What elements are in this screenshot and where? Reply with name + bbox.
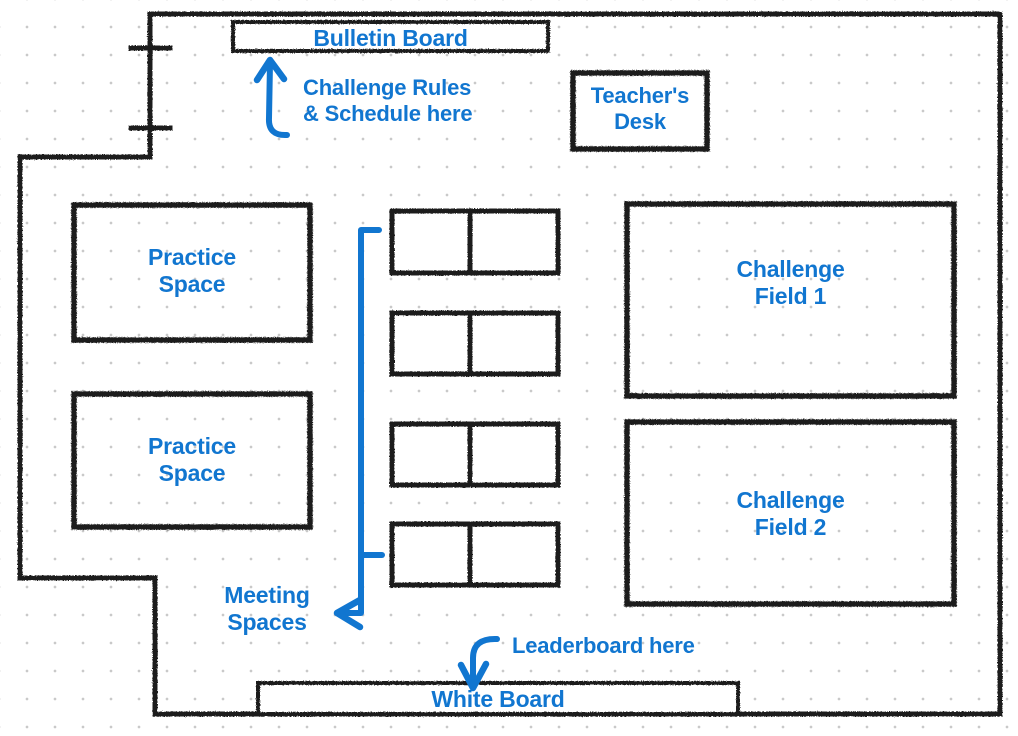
practice-space-2-shape [71,391,313,530]
challenge-rules-arrowhead [253,56,288,84]
meeting-table-2 [389,310,561,377]
challenge-rules-annotation: Challenge Rules & Schedule here [303,75,473,126]
room-outer-wall [17,11,1003,717]
practice-space-1-label: Practice Space [148,244,236,297]
challenge-field-1-shape [624,201,957,399]
bulletin-board-shape [231,20,550,53]
challenge-rules-arrow [265,60,290,139]
leaderboard-arrow [470,635,500,686]
teachers-desk-shape [570,70,710,152]
practice-space-1-shape [71,202,313,343]
meeting-spaces-arrowhead [333,596,364,631]
white-board-shape [256,681,740,716]
challenge-field-2-shape [624,419,957,607]
meeting-spaces-bracket-spine [340,227,382,616]
leaderboard-annotation: Leaderboard here [512,633,695,658]
challenge-field-1-label: Challenge Field 1 [736,256,845,309]
meeting-table-4 [389,521,561,588]
practice-space-2-label: Practice Space [148,433,236,486]
meeting-table-3 [389,421,561,488]
challenge-field-2-label: Challenge Field 2 [736,487,845,540]
bulletin-board-label: Bulletin Board [313,25,468,51]
meeting-spaces-annotation: Meeting Spaces [224,582,310,635]
teachers-desk-label: Teacher's Desk [590,83,690,134]
meeting-table-1 [389,208,561,276]
leaderboard-arrowhead [457,660,490,692]
white-board-label: White Board [431,686,565,712]
